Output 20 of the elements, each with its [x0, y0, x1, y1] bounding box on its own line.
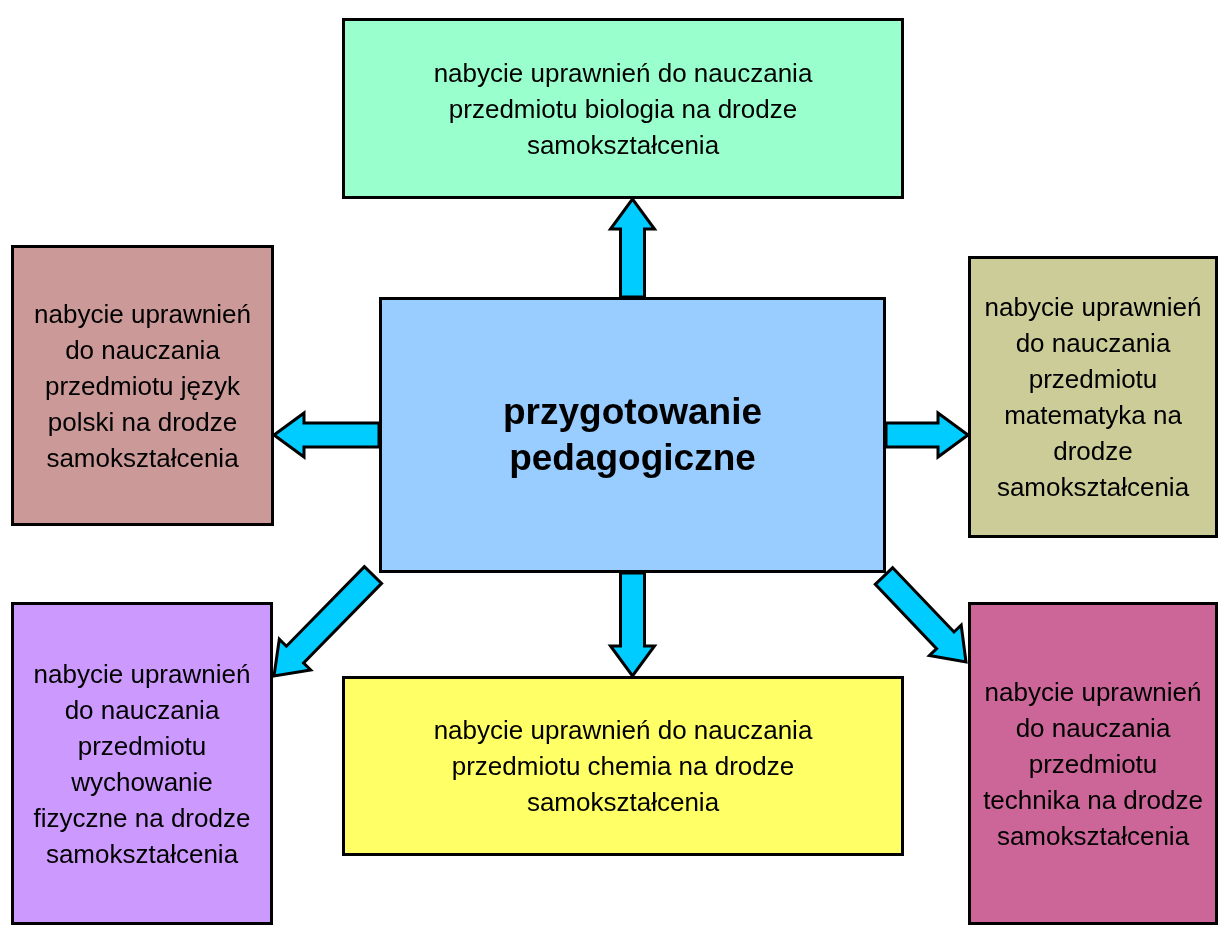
box-text: nabycie uprawnień do nauczania przedmiotu matematyka na drodze samokształcenia [983, 291, 1203, 504]
box-text: nabycie uprawnień do nauczania przedmiotu technika na drodze samokształcenia [982, 675, 1204, 853]
box-text: nabycie uprawnień do nauczania przedmiotu język polski na drodze samokształcenia [33, 297, 252, 475]
topic-box [342, 18, 904, 199]
topic-box [968, 602, 1218, 925]
block-arrow [873, 565, 968, 664]
box-text: nabycie uprawnień do nauczania przedmiotu wychowanie fizyczne na drodze samokształcenia [32, 657, 252, 871]
box-text: nabycie uprawnień do nauczania przedmiotu biologia na drodze samokształcenia [432, 56, 814, 162]
block-arrow [607, 196, 658, 299]
topic-box [342, 676, 904, 856]
topic-box [968, 256, 1218, 538]
block-arrow [607, 571, 658, 679]
central-title: przygotowanie pedagogiczne [502, 390, 763, 480]
central-box [379, 297, 886, 573]
block-arrow [271, 410, 381, 460]
topic-box [11, 245, 274, 526]
topic-box [11, 602, 273, 925]
box-text: nabycie uprawnień do nauczania przedmiotu chemia na drodze samokształcenia [432, 714, 814, 819]
block-arrow [884, 410, 971, 460]
block-arrow [272, 564, 384, 678]
